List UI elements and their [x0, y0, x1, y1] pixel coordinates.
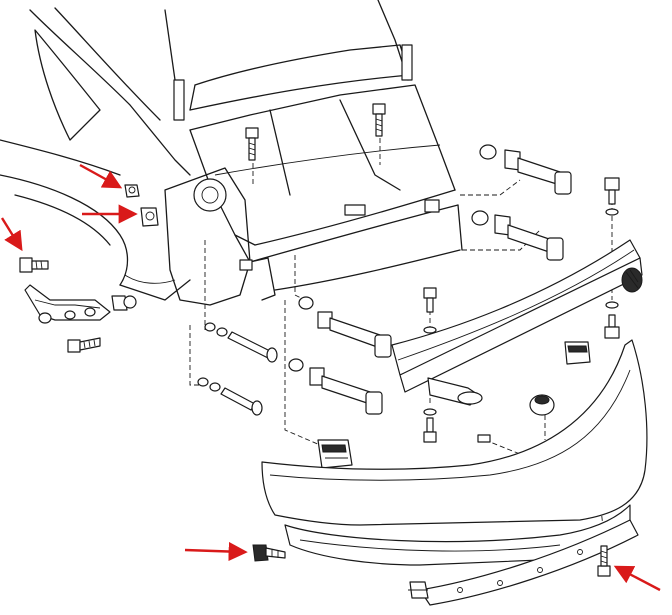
- fender-screw: [19, 257, 49, 273]
- fender-bracket-bolt: [67, 337, 101, 353]
- rear-body-panel: [164, 167, 463, 306]
- upper-right-guide-bracket: [479, 144, 572, 195]
- trunk-bolt-left: [245, 127, 259, 161]
- bumper-reinforcement-beam: [391, 239, 643, 406]
- side-bolt-upper: [204, 322, 278, 363]
- upper-side-nut: [124, 184, 140, 198]
- fender-side-bracket: [24, 284, 137, 324]
- lower-left-guide-bracket-upper: [298, 296, 392, 358]
- bumper-clip-left: [317, 439, 353, 469]
- bottom-left-screw: [252, 544, 286, 562]
- middle-right-guide-bracket: [471, 210, 564, 261]
- arrow-fender-screw: [0, 217, 23, 252]
- arrow-upper-nut: [79, 163, 123, 189]
- trunk-bolt-right: [372, 103, 386, 137]
- right-bolt-washer-stack: [604, 177, 620, 339]
- side-bolt-lower: [197, 377, 263, 416]
- bottom-right-screw: [597, 545, 611, 577]
- arrow-bottom-right-screw: [613, 565, 661, 592]
- bumper-clip-right: [564, 341, 591, 365]
- rear-bumper-cover: [261, 339, 648, 566]
- bumper-center-mount: [529, 394, 555, 416]
- beam-center-bolt-stack: [423, 287, 437, 443]
- trunk-opening: [189, 84, 459, 263]
- trunk-lid-open: [164, 0, 413, 121]
- arrow-bottom-left-screw: [184, 541, 248, 562]
- bumper-lower-strip: [408, 519, 639, 606]
- side-flange-nut: [140, 207, 159, 227]
- rear-fender-body: [0, 7, 191, 301]
- lower-left-guide-bracket-lower: [288, 358, 383, 415]
